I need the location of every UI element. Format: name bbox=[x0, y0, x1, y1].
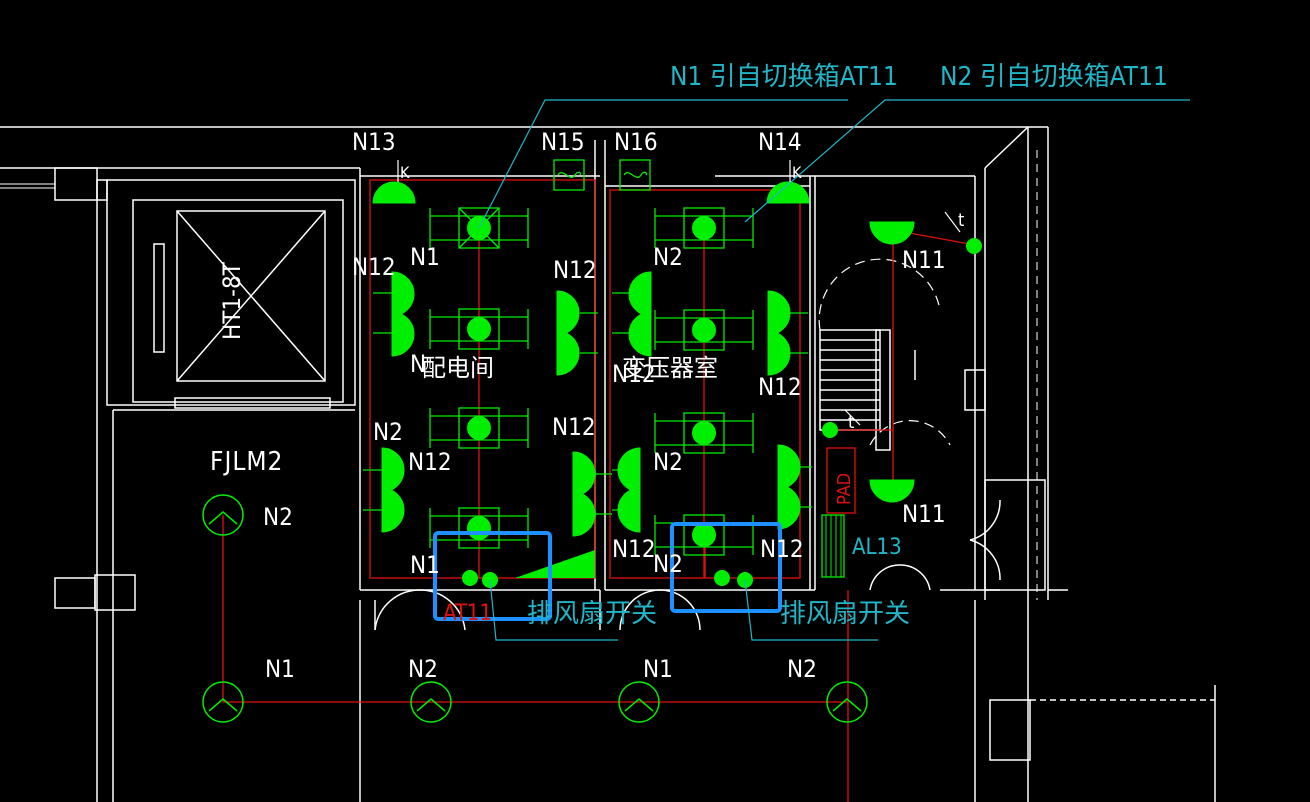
label-t2: t bbox=[848, 412, 854, 433]
label-bot-n1-b: N1 bbox=[643, 655, 673, 683]
label-r1-n12-right: N12 bbox=[553, 256, 597, 284]
label-r2-n12-right: N12 bbox=[758, 373, 802, 401]
wiring bbox=[222, 179, 976, 802]
wall-light-brackets bbox=[363, 292, 812, 515]
highlight-box-1 bbox=[433, 531, 552, 621]
label-r1-n1-top: N1 bbox=[410, 243, 440, 271]
fjlm2-label: FJLM2 bbox=[210, 447, 283, 477]
label-bot-n2-a: N2 bbox=[408, 655, 438, 683]
elevator-label: HT1-8T bbox=[218, 261, 246, 340]
label-corr-n2: N2 bbox=[263, 503, 293, 531]
label-r2-n12-bot-r: N12 bbox=[760, 535, 804, 563]
feeder-n2-label: N2 引自切换箱AT11 bbox=[940, 62, 1168, 92]
highlight-box-2 bbox=[670, 522, 782, 613]
label-r1-n12-mid: N12 bbox=[408, 448, 452, 476]
label-bot-n2-b: N2 bbox=[787, 655, 817, 683]
label-r2-n2-top: N2 bbox=[653, 243, 683, 271]
stair-arc bbox=[818, 258, 941, 331]
pad-label: PAD bbox=[834, 473, 855, 505]
switch-triangle bbox=[515, 550, 595, 578]
room-name-2: 变压器室 bbox=[622, 354, 718, 382]
label-stair-n11-bot: N11 bbox=[902, 500, 946, 528]
label-r2-n2-mid: N2 bbox=[653, 448, 683, 476]
switches bbox=[462, 238, 982, 588]
fan-switch-label-2: 排风扇开关 bbox=[780, 599, 910, 629]
exhaust-fan-n15 bbox=[553, 159, 585, 191]
label-r2-n12-overlap: N12 bbox=[612, 360, 656, 388]
stair-arc-lower bbox=[869, 420, 951, 446]
exhaust-fan-n16 bbox=[619, 159, 651, 191]
wall-lights bbox=[372, 181, 915, 537]
label-k2: K bbox=[792, 163, 802, 182]
label-r2-n12-bot: N12 bbox=[612, 535, 656, 563]
label-stair-n11-top: N11 bbox=[902, 246, 946, 274]
label-n13: N13 bbox=[352, 128, 396, 156]
switch-hooks bbox=[397, 160, 961, 426]
pad-box bbox=[826, 447, 856, 514]
building-walls bbox=[0, 126, 1216, 802]
al13-label: AL13 bbox=[852, 535, 902, 560]
label-r1-n-overlap: N bbox=[410, 350, 426, 378]
label-r1-n12-left: N12 bbox=[352, 253, 396, 281]
label-r1-n12-mid-r: N12 bbox=[552, 413, 596, 441]
label-r1-n1-bot: N1 bbox=[410, 551, 440, 579]
label-t1: t bbox=[958, 210, 964, 231]
label-k1: K bbox=[400, 163, 410, 182]
label-n15: N15 bbox=[541, 128, 585, 156]
label-n16: N16 bbox=[614, 128, 658, 156]
room-name-1: 配电间 bbox=[422, 354, 494, 382]
label-n14: N14 bbox=[758, 128, 802, 156]
leader-lines bbox=[478, 99, 1190, 641]
al13-panel bbox=[821, 514, 845, 578]
corridor-lamps bbox=[202, 494, 868, 723]
fan-switch-label-1: 排风扇开关 bbox=[527, 599, 657, 629]
label-bot-n1-a: N1 bbox=[265, 655, 295, 683]
at11-label: AT11 bbox=[443, 601, 492, 626]
feeder-n1-label: N1 引自切换箱AT11 bbox=[670, 62, 898, 92]
label-r2-n2-bot: N2 bbox=[653, 550, 683, 578]
label-r1-n2-mid: N2 bbox=[373, 418, 403, 446]
